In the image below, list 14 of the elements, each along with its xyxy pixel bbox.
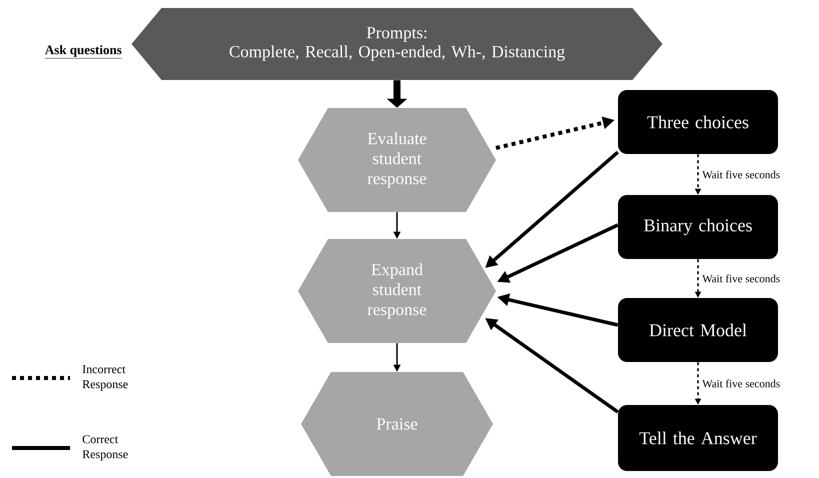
edge-label: Wait five seconds xyxy=(701,378,782,388)
legend-text: Correct Response xyxy=(82,435,128,461)
hexagon-step: Expand student response xyxy=(298,239,496,343)
side-heading: Ask questions xyxy=(44,45,122,58)
rounded-box: Binary choices xyxy=(618,195,778,259)
rounded-box: Tell the Answer xyxy=(618,405,778,471)
hexagon-step: Evaluate student response xyxy=(298,108,496,212)
hexagon-step: Praise xyxy=(301,372,493,476)
rounded-box: Direct Model xyxy=(618,298,778,362)
legend-text: Incorrect Response xyxy=(82,365,128,391)
prompt-banner: Prompts: Complete, Recall, Open-ended, Wh-, Distancing xyxy=(132,8,662,80)
rounded-box: Three choices xyxy=(618,90,778,154)
edge-label: Wait five seconds xyxy=(701,170,782,180)
edge-label: Wait five seconds xyxy=(701,274,782,284)
